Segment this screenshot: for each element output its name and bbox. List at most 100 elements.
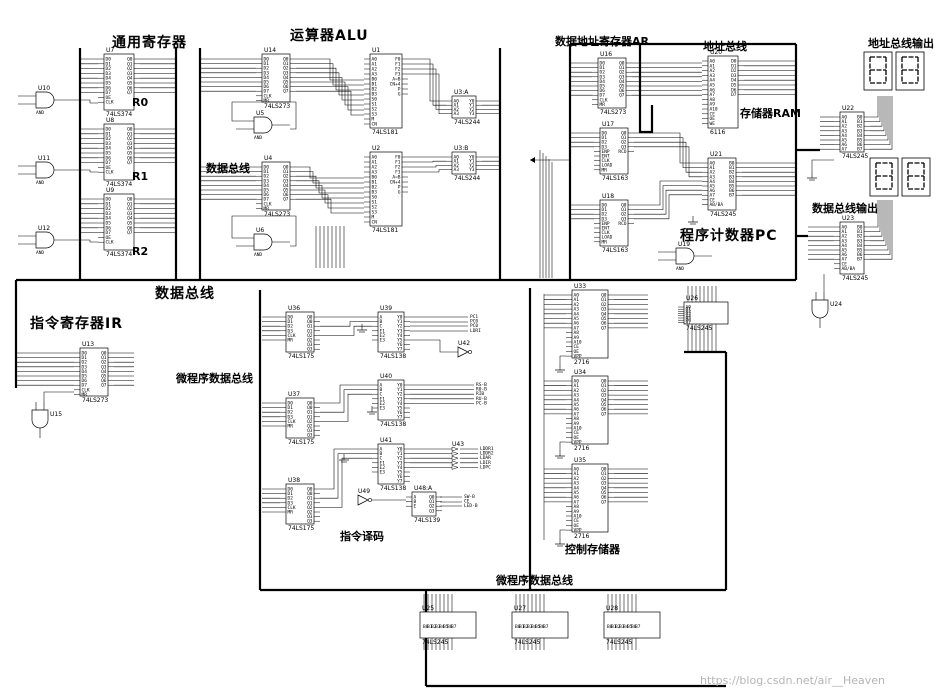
pin-label: C	[380, 392, 383, 398]
pin-label: D7	[82, 383, 88, 389]
chip-u20: U206116A0A1A2A3A4A5A6A7A8A9A10CEOEWED0D1…	[702, 49, 744, 136]
wire	[870, 96, 893, 150]
pin-label: Q2	[619, 70, 625, 76]
pin-label: Q2	[307, 505, 313, 511]
pin-label: A6	[574, 407, 580, 413]
pin-label: A	[380, 383, 383, 389]
pin-label: A7	[842, 147, 848, 153]
pin-label: D3	[106, 211, 112, 217]
pin-label: D0	[602, 131, 608, 137]
pin-label: Y0	[397, 383, 403, 389]
chip-ref: U13	[82, 341, 94, 348]
bus-lines	[14, 42, 820, 688]
pin-label: B3	[729, 174, 735, 180]
pin-label: Q3	[429, 508, 435, 514]
pin-label: S2	[372, 107, 378, 113]
pin-label: A2	[842, 234, 848, 240]
not-gate-u43-element	[451, 446, 459, 452]
pin-label: Q3	[307, 428, 313, 434]
label-microprogram-data-bus-bottom: 微程序数据总线	[495, 573, 573, 587]
pin-label: Q5	[127, 151, 133, 157]
signal-label: LDDR2	[480, 451, 494, 457]
pin-label: A1	[454, 103, 460, 109]
pin-label: Q0	[621, 203, 627, 209]
chip-ref: U41	[380, 437, 392, 444]
wire	[870, 96, 883, 127]
label-control-memory: 控制存储器	[565, 542, 621, 556]
pin-label: B2	[431, 624, 437, 630]
pin-label: A2	[710, 68, 716, 74]
pin-label: D0	[600, 61, 606, 67]
pin-label: Y2	[397, 456, 403, 462]
pin-label: B3	[619, 624, 625, 630]
chip-ref: U34	[574, 369, 586, 376]
gate-body	[35, 91, 55, 109]
gate-body	[253, 116, 273, 134]
chip-body	[285, 311, 315, 353]
pin-label: A2	[574, 476, 580, 482]
wire	[870, 96, 891, 145]
chip-type: 74LS138	[380, 353, 406, 360]
pin-label: Y4	[397, 465, 403, 471]
pin-label: B6	[857, 252, 863, 258]
wire	[870, 200, 879, 228]
pin-label: D1	[731, 63, 737, 69]
pin-label: CN+4	[390, 82, 401, 88]
pin-label: A3	[372, 72, 378, 78]
chip-ref: U2	[372, 145, 380, 152]
pin-label: Q1	[307, 324, 313, 330]
pin-label: CLK	[288, 505, 296, 511]
pin-label: E3	[380, 406, 386, 412]
pin-label: Q2	[621, 140, 627, 146]
chip-ref: U40	[380, 373, 392, 380]
label-data-address-register: 数据地址寄存器AR	[555, 34, 650, 48]
pin-label: D3	[82, 364, 88, 370]
wire	[634, 137, 702, 168]
pin-label: Q0	[101, 351, 107, 357]
chip-ref: U7	[106, 47, 114, 54]
ground-symbol	[367, 406, 377, 415]
wire	[870, 96, 881, 122]
pin-label: D0	[731, 59, 737, 65]
pin-label: D6	[106, 85, 112, 91]
chip-type: 74LS181	[372, 227, 398, 234]
wire	[320, 448, 372, 490]
ground-symbol	[555, 364, 565, 373]
chip-body	[603, 611, 661, 639]
chip-body	[571, 463, 609, 533]
pin-label: A3	[686, 311, 692, 317]
pin-label: A0	[372, 155, 378, 161]
pin-label: B1	[372, 82, 378, 88]
chip-u18: U1874LS163D0D1D2D3ENPENTCLKLOADMRQ0Q1Q2Q…	[594, 193, 634, 254]
wire	[559, 441, 566, 450]
pin-label: Q1	[101, 355, 107, 361]
pin-label: B5	[857, 248, 863, 254]
pin-label: B1	[611, 624, 617, 630]
ground-symbol	[688, 216, 698, 225]
signal-label: LED-B	[464, 503, 478, 509]
wire	[320, 325, 372, 336]
wire	[634, 189, 702, 215]
chip-body	[103, 193, 135, 251]
pin-label: D2	[288, 410, 294, 416]
gate-type: AND	[676, 266, 684, 272]
pin-label: D1	[602, 207, 608, 213]
pin-label: A0	[454, 155, 460, 161]
pin-label: B4	[857, 243, 863, 249]
pin-label: A0	[710, 161, 716, 167]
pin-label: OE	[106, 235, 112, 241]
pin-label: Q2	[283, 66, 289, 72]
pin-label: Y1	[397, 387, 403, 393]
pin-label: A4	[842, 133, 848, 139]
wire	[811, 159, 834, 172]
pin-label: D2	[82, 360, 88, 366]
gate-type: AND	[254, 135, 262, 141]
pin-label: Q1	[283, 169, 289, 175]
pin-label: B0	[729, 161, 735, 167]
pin-label: A3	[574, 393, 580, 399]
pin-label: D2	[602, 212, 608, 218]
pin-label: D6	[731, 87, 737, 93]
pin-label: D0	[288, 401, 294, 407]
pin-label: Q7	[619, 93, 625, 99]
